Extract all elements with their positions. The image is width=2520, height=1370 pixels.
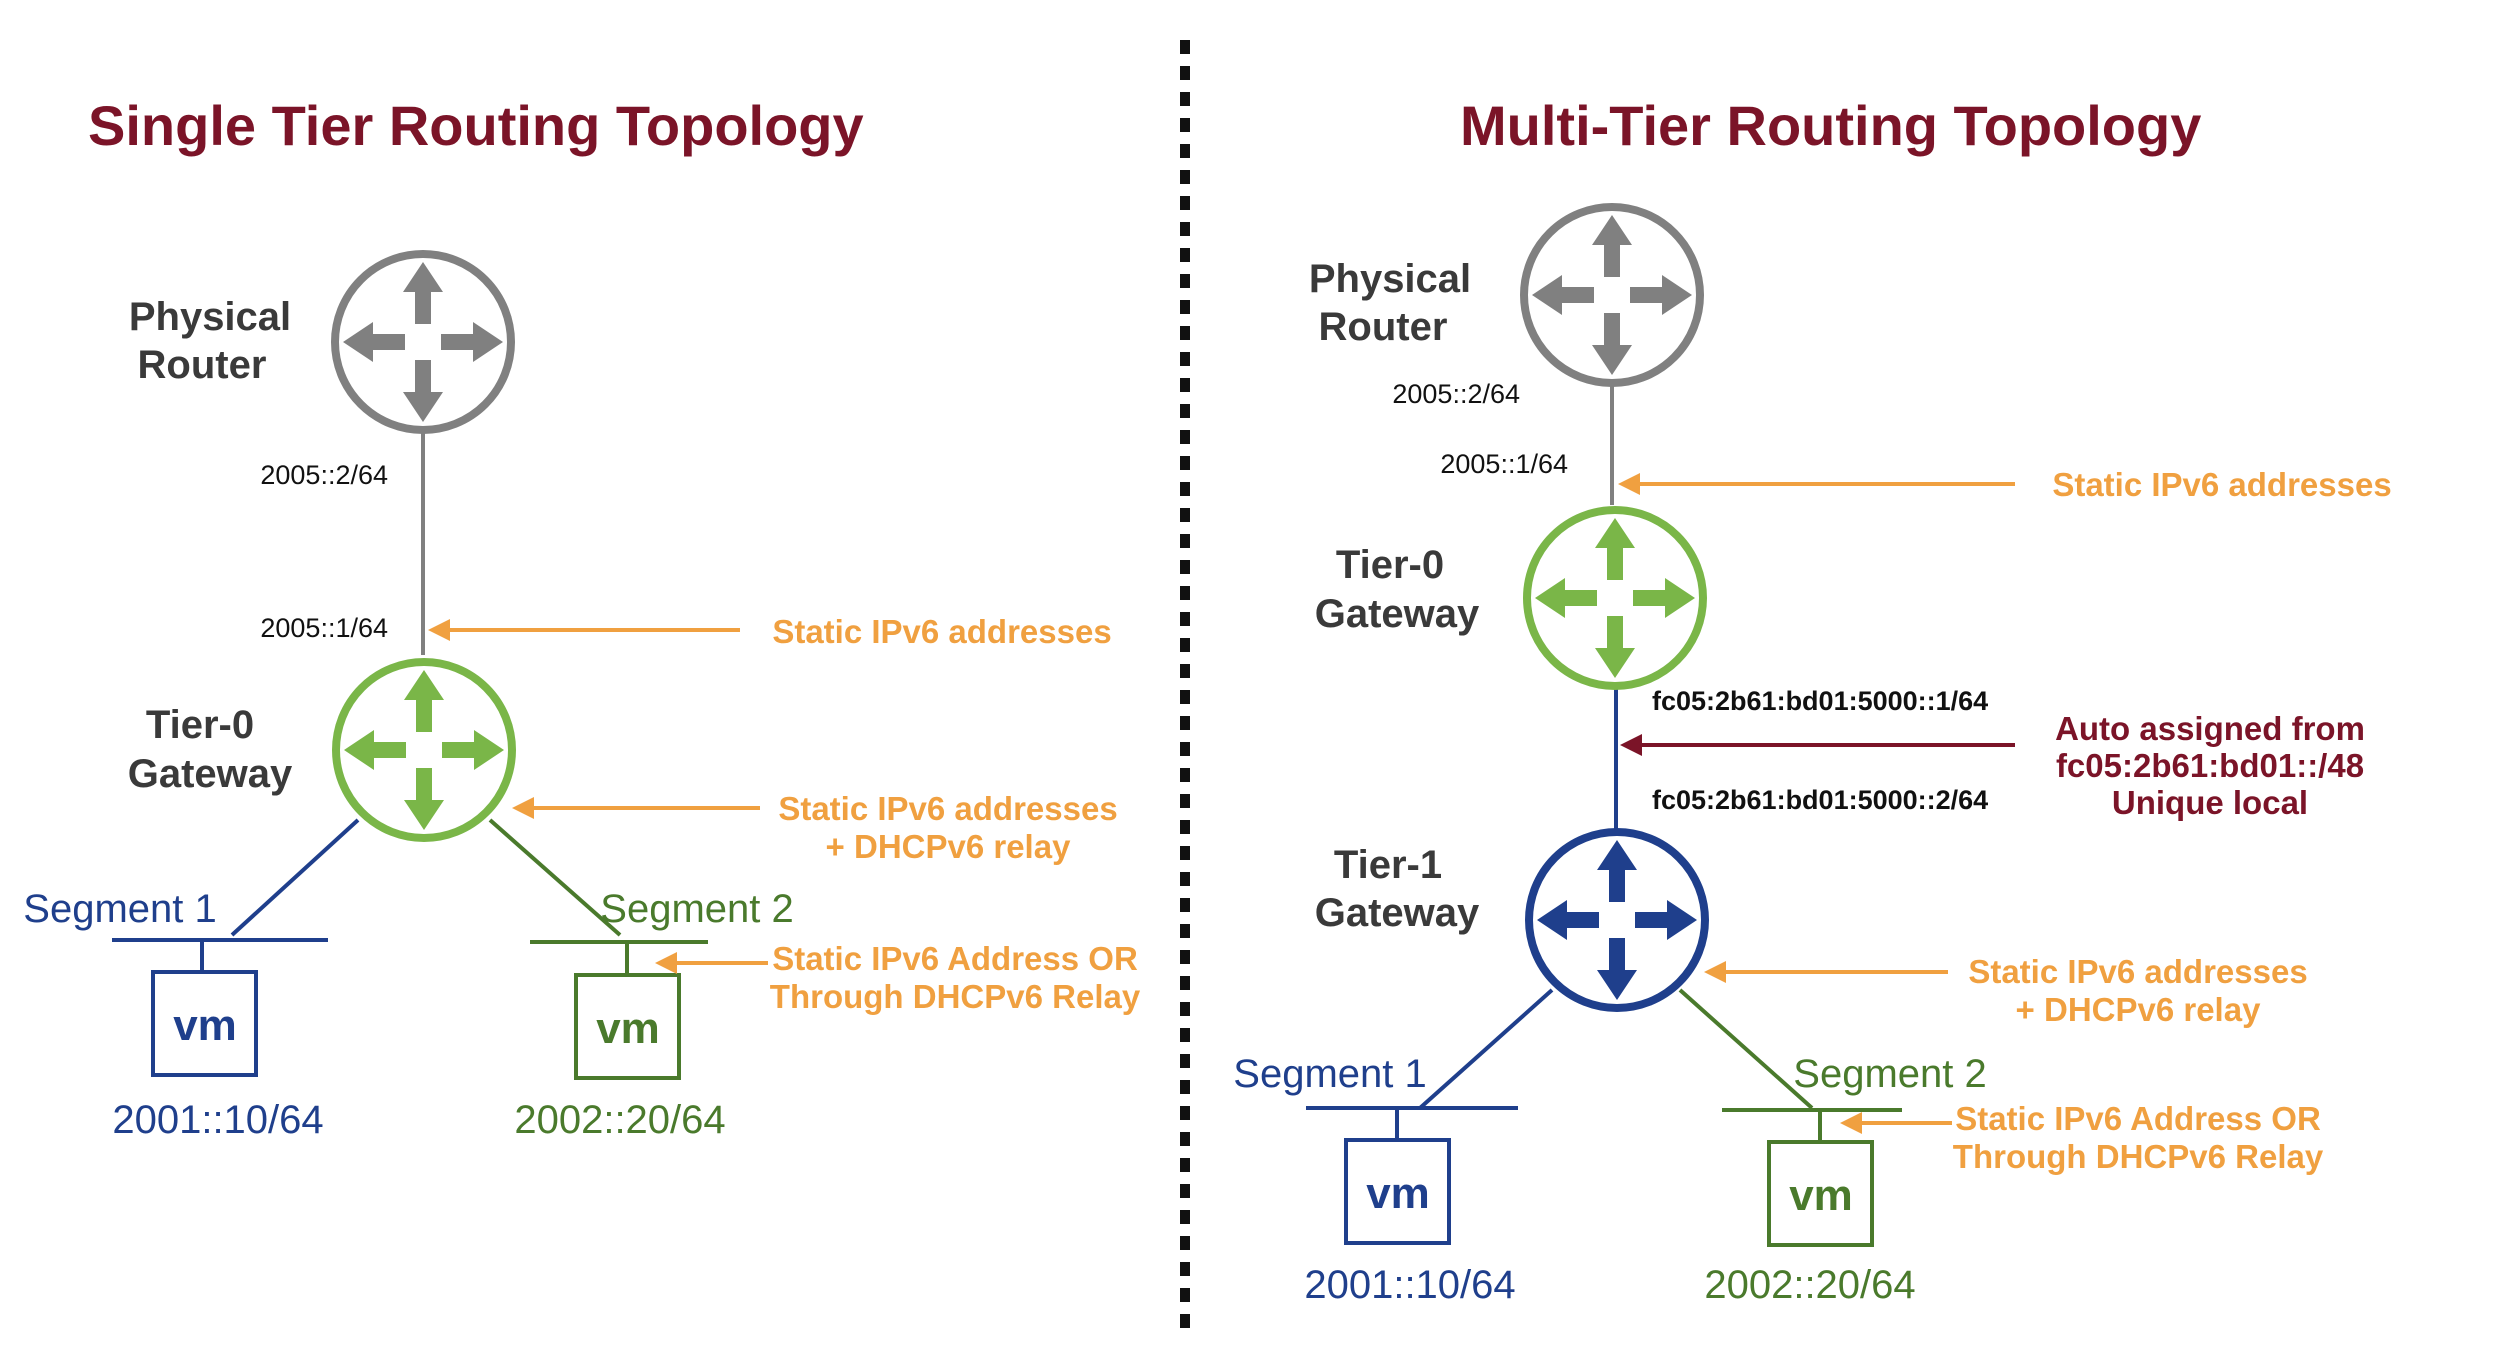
multi-vm2-ip: 2002::20/64 xyxy=(1704,1263,1915,1307)
multi-tier1-note-1: Static IPv6 addresses xyxy=(1968,953,2307,990)
multi-tier-title: Multi-Tier Routing Topology xyxy=(1460,94,2201,157)
single-segment2-label: Segment 2 xyxy=(600,887,793,931)
multi-auto-note-2: fc05:2b61:bd01::/48 xyxy=(2056,747,2364,784)
multi-tier0-gateway xyxy=(1523,506,1707,690)
multi-uplink-top-addr: 2005::2/64 xyxy=(1392,379,1520,409)
single-tier0-note-2: + DHCPv6 relay xyxy=(826,828,1072,865)
single-vm-note-1: Static IPv6 Address OR xyxy=(772,940,1138,977)
multi-tier1-label-1: Tier-1 xyxy=(1334,843,1442,887)
multi-tier0-label-2: Gateway xyxy=(1315,592,1480,636)
single-tier0-gateway xyxy=(332,658,516,842)
single-seg1-link xyxy=(230,818,360,937)
multi-physical-router xyxy=(1520,203,1704,387)
multi-link-bottom-addr: fc05:2b61:bd01:5000::2/64 xyxy=(1652,785,1988,815)
multi-tier1-note-2: + DHCPv6 relay xyxy=(2016,991,2262,1028)
single-tier-topology: Single Tier Routing Topology Physical Ro… xyxy=(23,94,1141,1142)
multi-tier-topology: Multi-Tier Routing Topology Physical Rou… xyxy=(1233,94,2391,1307)
single-vm2-label: vm xyxy=(596,1004,660,1053)
vm-box-icon xyxy=(1767,1140,1874,1247)
multi-seg2-link xyxy=(1678,988,1814,1110)
single-vm2-ip: 2002::20/64 xyxy=(514,1098,725,1142)
single-vm-note-2: Through DHCPv6 Relay xyxy=(770,978,1141,1015)
multi-segment2-label: Segment 2 xyxy=(1793,1052,1986,1096)
vm-box-icon xyxy=(151,970,258,1077)
single-tier0-label-2: Gateway xyxy=(128,752,293,796)
single-tier0-note-1: Static IPv6 addresses xyxy=(778,790,1117,827)
multi-link-top-addr: fc05:2b61:bd01:5000::1/64 xyxy=(1652,686,1988,716)
vm-box-icon xyxy=(1344,1138,1451,1245)
single-segment1-label: Segment 1 xyxy=(23,887,216,931)
multi-auto-note-1: Auto assigned from xyxy=(2055,710,2365,747)
multi-vm1-ip: 2001::10/64 xyxy=(1304,1263,1515,1307)
multi-uplink-note: Static IPv6 addresses xyxy=(2052,466,2391,503)
multi-auto-note-3: Unique local xyxy=(2112,784,2308,821)
multi-vm2-label: vm xyxy=(1789,1171,1853,1220)
multi-tier0-label-1: Tier-0 xyxy=(1336,543,1444,587)
single-physical-router xyxy=(331,250,515,434)
single-physical-router-label-1: Physical xyxy=(129,295,291,339)
multi-vm-note-1: Static IPv6 Address OR xyxy=(1955,1100,2321,1137)
multi-seg1-link xyxy=(1418,988,1554,1110)
single-physical-router-label-2: Router xyxy=(138,343,267,387)
multi-physical-router-label-1: Physical xyxy=(1309,257,1471,301)
multi-tier1-gateway xyxy=(1525,828,1709,1012)
single-tier0-label-1: Tier-0 xyxy=(146,703,254,747)
vm-box-icon xyxy=(574,973,681,1080)
single-vm1-label: vm xyxy=(173,1001,237,1050)
single-uplink-top-addr: 2005::2/64 xyxy=(260,460,388,490)
single-tier-title: Single Tier Routing Topology xyxy=(88,94,864,157)
single-seg2-link xyxy=(488,818,622,937)
multi-physical-router-label-2: Router xyxy=(1319,305,1448,349)
multi-tier1-label-2: Gateway xyxy=(1315,891,1480,935)
single-uplink-note: Static IPv6 addresses xyxy=(772,613,1111,650)
single-uplink-bottom-addr: 2005::1/64 xyxy=(260,613,388,643)
multi-vm1-label: vm xyxy=(1366,1169,1430,1218)
single-vm1-ip: 2001::10/64 xyxy=(112,1098,323,1142)
multi-uplink-bottom-addr: 2005::1/64 xyxy=(1440,449,1568,479)
multi-vm-note-2: Through DHCPv6 Relay xyxy=(1953,1138,2324,1175)
multi-segment1-label: Segment 1 xyxy=(1233,1052,1426,1096)
